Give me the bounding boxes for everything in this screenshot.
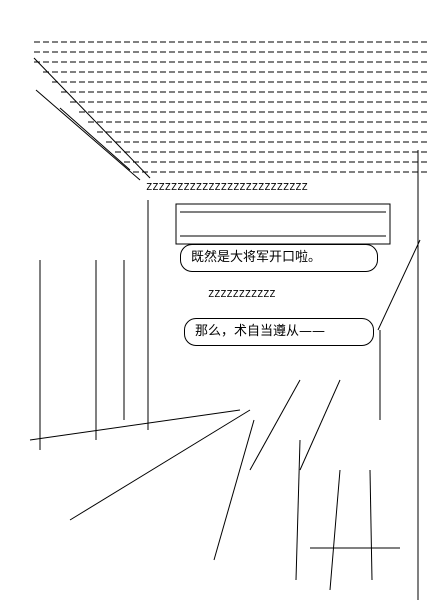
diagonal-line bbox=[299, 379, 341, 471]
leg-line bbox=[369, 469, 373, 581]
ceiling-lines bbox=[34, 41, 430, 173]
diagonal-line bbox=[377, 239, 421, 331]
leg-line bbox=[329, 469, 341, 591]
speech-text-1: 既然是大将军开口啦。 bbox=[191, 250, 322, 265]
speech-bubble-2: 那么，术自当遵从—— bbox=[184, 318, 374, 346]
diagonal-line bbox=[69, 409, 251, 521]
diagonal-line bbox=[29, 409, 241, 441]
diagonal-line bbox=[59, 107, 131, 171]
speech-bubble-1: 既然是大将军开口啦。 bbox=[180, 244, 378, 272]
z-pattern-row-mid: ZZZZZZZZZZZ bbox=[208, 289, 276, 300]
banner-frame bbox=[175, 203, 391, 245]
diagonal-line bbox=[35, 89, 141, 181]
diagonal-line bbox=[33, 57, 151, 179]
z-pattern-row-top: ZZZZZZZZZZZZZZZZZZZZZZZZZZ bbox=[146, 182, 308, 193]
speech-text-2: 那么，术自当遵从—— bbox=[195, 324, 326, 339]
diagonal-line bbox=[249, 379, 301, 471]
leg-line bbox=[213, 419, 255, 561]
leg-line bbox=[295, 439, 301, 581]
